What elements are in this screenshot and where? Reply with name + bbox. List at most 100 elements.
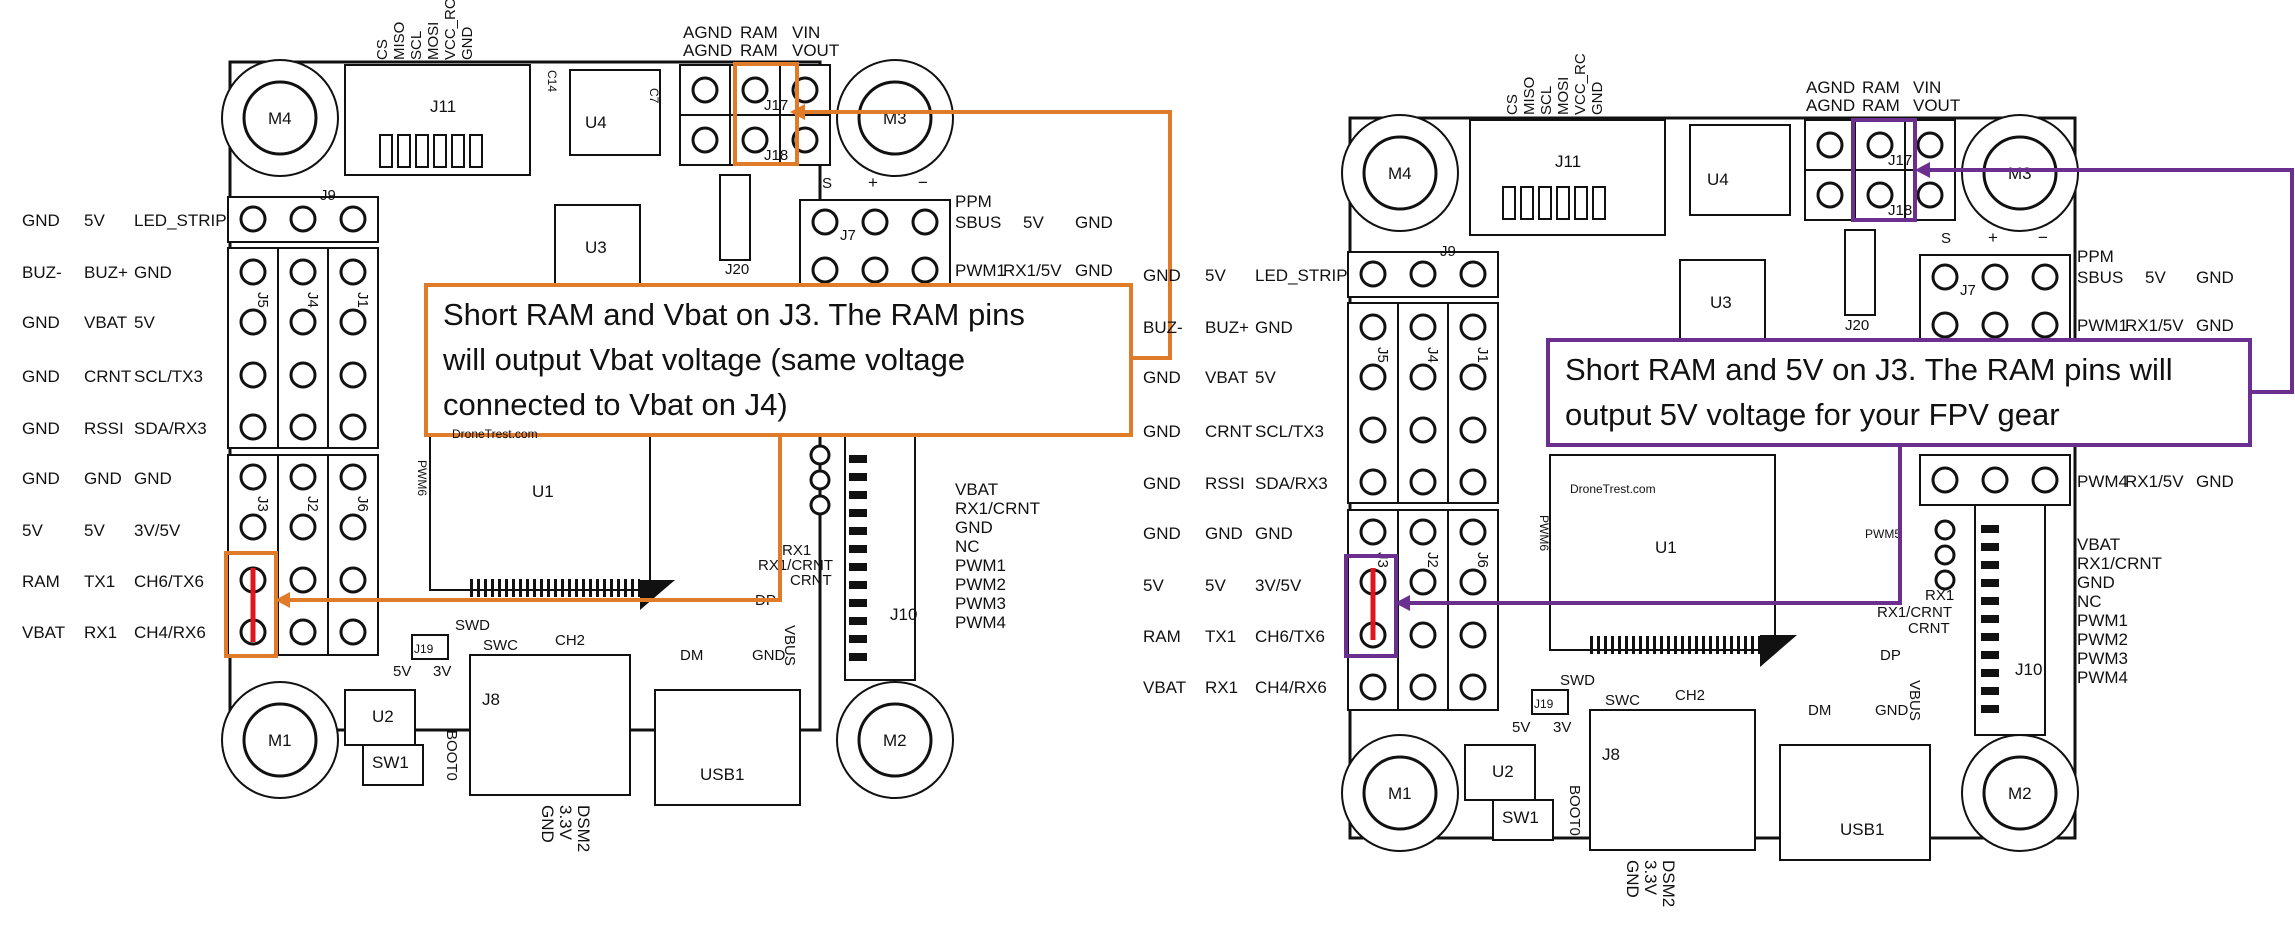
right-bottom-arrow-head [1395, 595, 1410, 611]
j10-label: J10 [890, 605, 917, 624]
right-u4-chip [1689, 124, 1791, 216]
svg-text:CH4/RX6: CH4/RX6 [1255, 678, 1327, 697]
svg-text:GND: GND [1589, 82, 1606, 116]
svg-text:GND: GND [22, 211, 60, 230]
left-sw1 [362, 744, 424, 786]
u3-chip [554, 204, 641, 291]
svg-text:GND: GND [1075, 261, 1113, 280]
right-flight-controller-board: CS MISO SCL MOSI VCC_RC GND J11 U4 AGND … [1143, 53, 2234, 907]
svg-text:PWM2: PWM2 [2077, 630, 2128, 649]
left-motor-m4: M4 [221, 59, 339, 177]
svg-text:5V: 5V [1255, 368, 1276, 387]
left-callout-line2: will output Vbat voltage (same voltage [442, 342, 965, 377]
svg-text:5V: 5V [1023, 213, 1044, 232]
j7-minus-label: − [918, 173, 928, 192]
j11-label: J11 [430, 97, 456, 116]
right-pwm5-label: PWM5 [1865, 527, 1901, 541]
label-vout: VOUT [792, 41, 839, 60]
svg-text:U2: U2 [1492, 762, 1514, 781]
left-usb1 [654, 689, 801, 806]
svg-text:GND: GND [22, 367, 60, 386]
j7-s-label: S [822, 175, 832, 192]
svg-text:GND: GND [1143, 474, 1181, 493]
pwm6-label: PWM6 [415, 460, 429, 496]
label-gnd: GND [459, 27, 476, 61]
svg-text:PWM4: PWM4 [955, 613, 1006, 632]
label-scl: SCL [408, 31, 425, 60]
svg-text:5V: 5V [2145, 268, 2166, 287]
svg-text:VBAT: VBAT [22, 623, 65, 642]
right-j12-area: RX1 RX1/CRNT CRNT J10 [1877, 504, 2046, 736]
svg-text:J2: J2 [1424, 552, 1441, 568]
svg-text:PWM2: PWM2 [955, 575, 1006, 594]
svg-text:5V: 5V [84, 521, 105, 540]
svg-text:CH4/RX6: CH4/RX6 [134, 623, 206, 642]
svg-text:TX1: TX1 [1205, 627, 1236, 646]
svg-text:SCL/TX3: SCL/TX3 [1255, 422, 1324, 441]
left-swc-label: SWC [483, 637, 518, 654]
right-u4-label: U4 [1707, 170, 1729, 189]
svg-text:PWM1: PWM1 [955, 261, 1006, 280]
j4-label: J4 [304, 292, 321, 308]
svg-text:GND: GND [2196, 268, 2234, 287]
svg-text:SWC: SWC [1605, 692, 1640, 709]
svg-text:RSSI: RSSI [84, 419, 124, 438]
left-right-labels: PPM SBUS 5V GND PWM1 RX1/5V GND [955, 192, 1113, 280]
svg-text:RX1: RX1 [782, 542, 811, 559]
left-j10-labels: VBAT RX1/CRNT GND NC PWM1 PWM2 PWM3 PWM4 [955, 480, 1040, 632]
label-ram-2: RAM [740, 41, 778, 60]
svg-text:GND: GND [22, 469, 60, 488]
svg-text:PWM1: PWM1 [2077, 316, 2128, 335]
svg-text:GND: GND [1075, 213, 1113, 232]
j3-label: J3 [254, 496, 271, 512]
svg-text:J17: J17 [1888, 152, 1912, 169]
svg-text:VBUS: VBUS [1906, 680, 1923, 721]
svg-text:GND: GND [134, 263, 172, 282]
label-mosi: MOSI [425, 22, 442, 60]
left-flight-controller-board: CS MISO SCL MOSI VCC_RC GND J11 U4 C14 C… [22, 0, 1113, 852]
c14-label: C14 [545, 70, 559, 92]
j6-label: J6 [354, 496, 371, 512]
svg-text:GND: GND [2196, 316, 2234, 335]
svg-text:GND: GND [1143, 266, 1181, 285]
svg-text:GND: GND [1143, 368, 1181, 387]
left-j7-header: S + − J7 [799, 173, 951, 291]
svg-text:AGND: AGND [1806, 96, 1855, 115]
left-motor-m1: M1 [221, 681, 339, 799]
left-j12-area: RX1 RX1/CRNT CRNT J10 [758, 429, 917, 681]
svg-text:RX1: RX1 [1205, 678, 1238, 697]
svg-text:CRNT: CRNT [1205, 422, 1252, 441]
right-usb1 [1779, 744, 1931, 861]
svg-text:PWM4: PWM4 [2077, 668, 2128, 687]
c7-label: C7 [647, 88, 661, 104]
left-callout-line3: connected to Vbat on J4) [443, 387, 788, 422]
svg-text:J7: J7 [1960, 282, 1976, 299]
svg-text:J4: J4 [1424, 347, 1441, 363]
svg-text:RX1/5V: RX1/5V [1003, 261, 1062, 280]
svg-text:GND: GND [1623, 860, 1642, 898]
svg-text:5V: 5V [1143, 576, 1164, 595]
svg-text:BUZ+: BUZ+ [84, 263, 128, 282]
left-j19 [411, 634, 449, 660]
svg-text:CRNT: CRNT [1908, 620, 1950, 637]
svg-text:J18: J18 [1888, 202, 1912, 219]
svg-text:RX1: RX1 [1925, 587, 1954, 604]
right-j20-component [1844, 229, 1876, 316]
right-callout-box [1546, 338, 2252, 447]
svg-text:J8: J8 [1602, 745, 1620, 764]
svg-text:PWM3: PWM3 [955, 594, 1006, 613]
right-j13-header [1919, 454, 2071, 506]
svg-text:VBAT: VBAT [1205, 368, 1248, 387]
j20-component [719, 174, 751, 261]
right-j3-highlight [1344, 554, 1398, 658]
svg-text:5V: 5V [1205, 266, 1226, 285]
svg-text:GND: GND [955, 518, 993, 537]
svg-text:MOSI: MOSI [1555, 77, 1572, 115]
svg-text:U3: U3 [1710, 293, 1732, 312]
right-j11-pins [1502, 186, 1606, 220]
left-dm-label: DM [680, 647, 703, 664]
svg-text:BUZ-: BUZ- [1143, 318, 1183, 337]
label-agnd-1: AGND [683, 23, 732, 42]
